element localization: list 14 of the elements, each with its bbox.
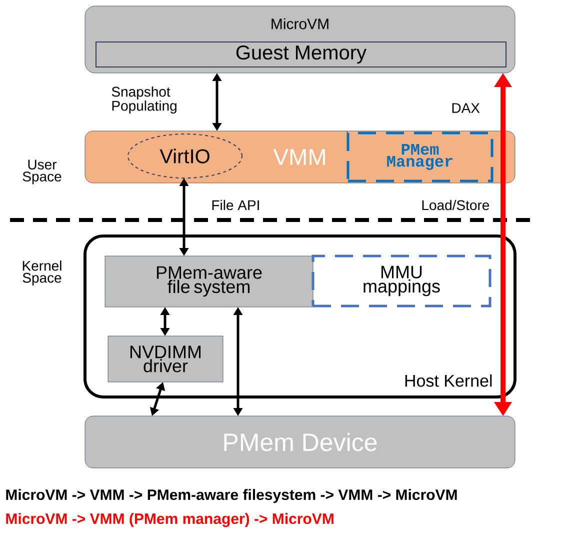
edge-label: DAX [452, 103, 480, 113]
caption-line: MicroVM -> VMM (PMem manager) -> MicroVM [6, 512, 334, 528]
region-label: Kernel Space [22, 260, 62, 286]
mappings-box: MMU mappings [312, 254, 492, 308]
component-box: NVDIMM driver [108, 336, 224, 382]
memory-box: Guest Memory [96, 42, 506, 68]
device-box: PMem Device [84, 416, 516, 468]
manager-box: PMem Manager [346, 132, 494, 182]
access-label: Load/Store [422, 200, 490, 210]
caption-line: MicroVM -> VMM -> PMem-aware filesystem -> VMM -> MicroVM [6, 489, 457, 503]
edge-label: File API [212, 200, 259, 210]
edge-label: Snapshot Populating [112, 86, 176, 114]
region-label: User Space [22, 160, 62, 184]
component-box: PMem-aware file system [104, 256, 314, 308]
